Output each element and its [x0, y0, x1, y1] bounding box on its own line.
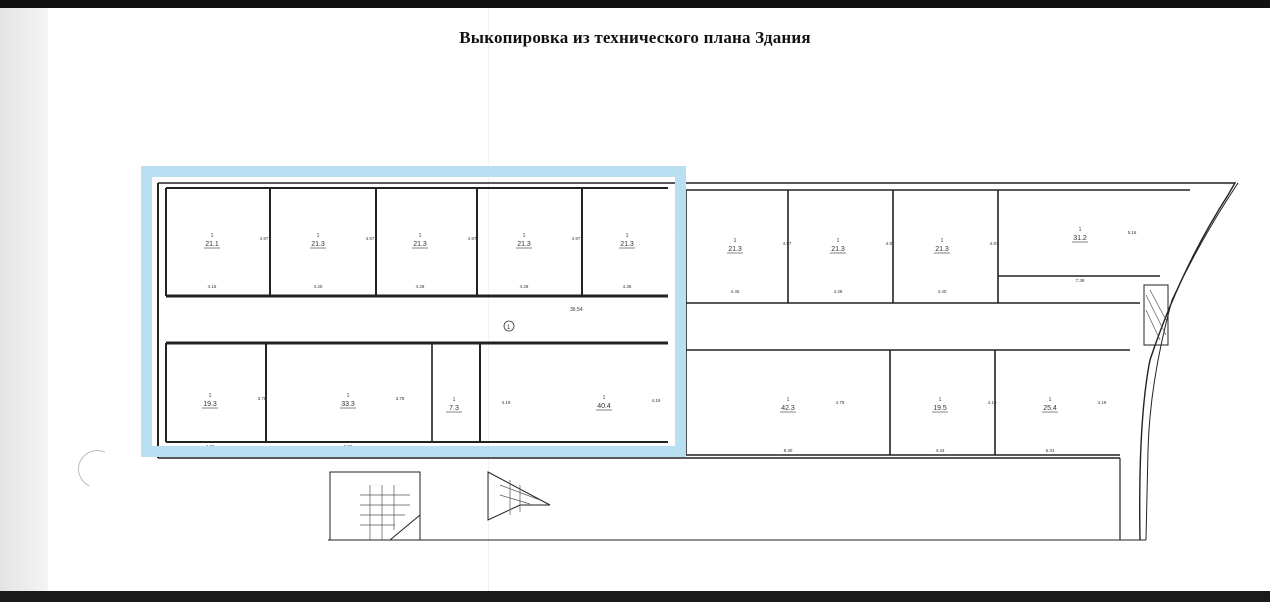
room-area: 21.3	[517, 241, 531, 248]
room-number: 1	[941, 238, 944, 244]
room-area: 21.3	[620, 241, 634, 248]
room-width: 7.38	[1076, 278, 1085, 283]
room-depth: 3.78	[396, 396, 405, 401]
room-number: 1	[1049, 397, 1052, 403]
room-14: 1 42.3 4.79 8.30	[780, 397, 845, 453]
room-depth: 4.97	[990, 241, 999, 246]
room-area: 25.4	[1043, 405, 1057, 412]
room-width: 4.20	[314, 284, 323, 289]
room-area: 21.3	[413, 241, 427, 248]
document-page	[48, 8, 1270, 591]
room-1: 1 21.1 4.97 4.16	[204, 233, 269, 289]
bottom-frame-bar	[0, 591, 1270, 602]
room-depth: 4.97	[572, 236, 581, 241]
room-number: 1	[837, 238, 840, 244]
room-width: 4.28	[834, 289, 843, 294]
room-number: 1	[209, 393, 212, 399]
room-depth: 4.97	[886, 241, 895, 246]
corridor-length: 36.54	[570, 307, 583, 313]
room-width: 4.40	[938, 289, 947, 294]
room-7: 1 21.3 4.97 4.28	[830, 238, 895, 294]
stair-hatching	[360, 289, 1167, 540]
highlighted-area	[141, 166, 686, 457]
corridor-label: 36.54 1	[503, 307, 583, 332]
room-width: 4.28	[520, 284, 529, 289]
room-number: 1	[626, 233, 629, 239]
room-width: 4.36	[623, 284, 632, 289]
room-number: 1	[603, 395, 606, 401]
building-outline	[157, 182, 1239, 541]
room-area: 33.3	[341, 401, 355, 408]
room-number: 1	[347, 393, 350, 399]
room-area: 21.3	[831, 246, 845, 253]
room-number: 1	[317, 233, 320, 239]
room-area: 21.1	[205, 241, 219, 248]
room-area: 21.3	[311, 241, 325, 248]
room-depth: 3.78	[258, 396, 267, 401]
room-area: 19.5	[933, 405, 947, 412]
room-depth: 4.97	[468, 236, 477, 241]
page-title: Выкопировка из технического плана Здания	[459, 28, 811, 47]
room-area: 42.3	[781, 405, 795, 412]
room-number: 1	[453, 397, 456, 403]
room-width: 8.30	[784, 448, 793, 453]
room-area: 7.3	[449, 405, 459, 412]
corridor-number: 1	[507, 325, 511, 331]
room-labels: 121.14.974.16121.34.974.20121.34.974.281…	[202, 227, 1137, 453]
room-15: 1 19.5 4.19 4.43	[932, 397, 997, 453]
room-depth: 5.16	[1128, 230, 1137, 235]
room-number: 1	[1079, 227, 1082, 233]
room-depth: 4.19	[652, 398, 661, 403]
room-area: 21.3	[935, 246, 949, 253]
room-area: 40.4	[597, 403, 611, 410]
room-3: 1 21.3 4.97 4.28	[412, 233, 477, 289]
room-width: 4.46	[731, 289, 740, 294]
room-2: 1 21.3 4.97 4.20	[310, 233, 375, 289]
room-width: 4.16	[208, 284, 217, 289]
room-number: 1	[211, 233, 214, 239]
room-depth: 4.19	[1098, 400, 1107, 405]
room-6: 1 21.3 4.97 4.46	[727, 238, 792, 294]
room-number: 1	[419, 233, 422, 239]
room-width: 4.28	[416, 284, 425, 289]
room-width: 5.31	[1046, 448, 1055, 453]
room-8: 1 21.3 4.97 4.40	[934, 238, 999, 294]
room-area: 19.3	[203, 401, 217, 408]
room-number: 1	[939, 397, 942, 403]
room-area: 31.2	[1073, 235, 1087, 242]
room-area: 21.3	[728, 246, 742, 253]
top-frame-bar	[0, 0, 1270, 8]
room-number: 1	[523, 233, 526, 239]
room-depth: 4.97	[366, 236, 375, 241]
scan-left-shadow	[0, 8, 48, 591]
room-depth: 4.97	[783, 241, 792, 246]
room-number: 1	[734, 238, 737, 244]
room-depth: 4.19	[988, 400, 997, 405]
room-number: 1	[787, 397, 790, 403]
room-width: 4.43	[936, 448, 945, 453]
room-depth: 4.19	[502, 400, 511, 405]
page-fold	[488, 8, 489, 591]
room-16: 1 25.4 4.19 5.31	[1042, 397, 1107, 453]
room-depth: 4.97	[260, 236, 269, 241]
room-4: 1 21.3 4.97 4.28	[516, 233, 581, 289]
room-depth: 4.79	[836, 400, 845, 405]
room-9: 1 31.2 5.16 7.38	[1072, 227, 1137, 283]
